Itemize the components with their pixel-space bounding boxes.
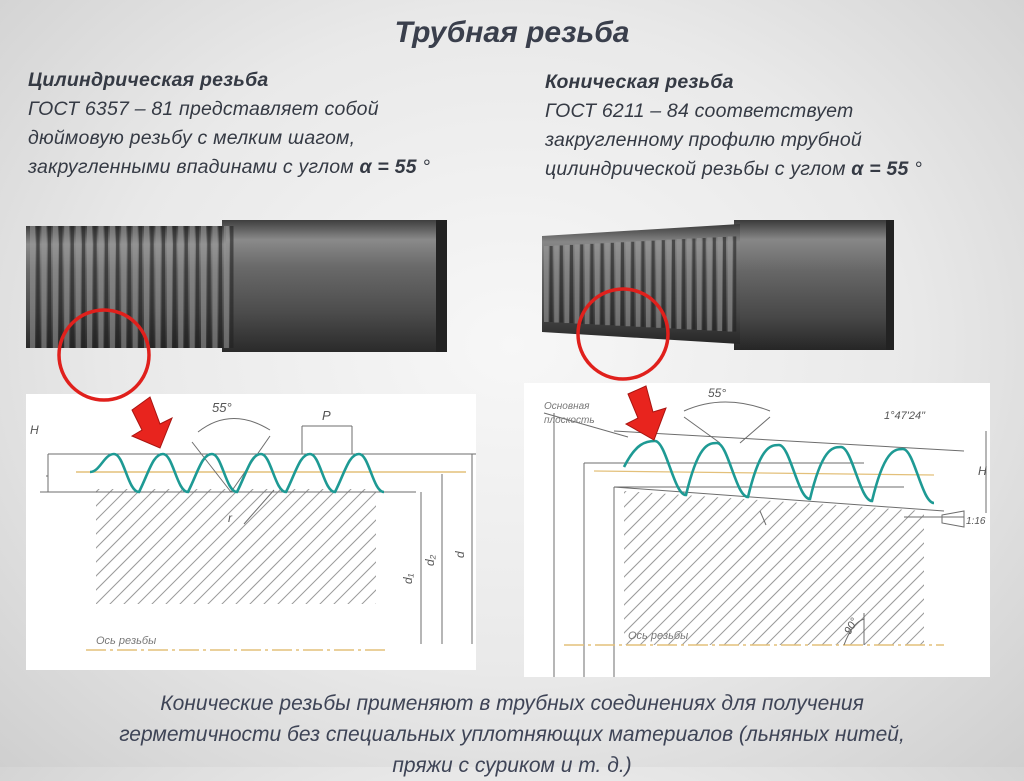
left-alpha-value: α = 55: [359, 156, 417, 178]
right-taper-label: 1:16: [966, 516, 986, 527]
right-line-2: закругленному профилю трубной: [545, 129, 862, 151]
bottom-line-1: Конические резьбы применяют в трубных со…: [160, 692, 864, 715]
left-description: Цилиндрическая резьба ГОСТ 6357 – 81 пре…: [28, 66, 430, 182]
right-base-label-2: плоскость: [544, 415, 595, 426]
right-line-1: ГОСТ 6211 – 84 соответствует: [545, 100, 854, 122]
right-90-label: 90°: [842, 616, 861, 637]
left-radius-label: r: [228, 511, 233, 525]
right-heading: Коническая резьба: [545, 71, 734, 93]
cylindrical-bolt-image: [26, 220, 447, 352]
left-d2-label: d₂: [423, 554, 437, 566]
right-degree: °: [908, 158, 923, 180]
right-line-3: цилиндрической резьбы с углом α = 55 °: [545, 155, 922, 184]
right-base-label-1: Основная: [544, 401, 590, 412]
right-axis-label: Ось резьбы: [628, 630, 688, 642]
left-degree: °: [416, 156, 431, 178]
left-line-3: закругленными впадинами с углом α = 55 °: [28, 153, 430, 182]
bottom-note: Конические резьбы применяют в трубных со…: [0, 688, 1024, 781]
right-alpha-value: α = 55: [851, 158, 909, 180]
left-line-1: ГОСТ 6357 – 81 представляет собой: [28, 98, 379, 120]
left-heading: Цилиндрическая резьба: [28, 69, 269, 91]
left-line-2: дюймовую резьбу с мелким шагом,: [28, 127, 356, 149]
left-angle-label: 55°: [212, 400, 232, 415]
conical-bolt-image: [542, 220, 894, 350]
bottom-line-3: пряжи с суриком и т. д.): [392, 754, 632, 777]
right-description: Коническая резьба ГОСТ 6211 – 84 соответ…: [545, 68, 922, 184]
conical-thread-drawing: 55° Основная плоскость 1°47'24" 1:16 H 9…: [524, 383, 995, 677]
cylindrical-profile-svg: 55° P H r d₁ d₂ d Ось резьбы: [30, 400, 476, 651]
left-axis-label: Ось резьбы: [96, 635, 156, 647]
right-taper-angle-label: 1°47'24": [884, 410, 926, 422]
slide-title: Трубная резьба: [394, 16, 630, 49]
left-d-label: d: [453, 551, 467, 558]
right-line-3-text: цилиндрической резьбы с углом: [545, 158, 852, 180]
right-angle-label: 55°: [708, 386, 726, 400]
right-height-label: H: [978, 464, 987, 478]
cylindrical-thread-drawing: 55° P H r d₁ d₂ d Ось резьбы: [26, 394, 476, 670]
conical-profile-svg: 55° Основная плоскость 1°47'24" 1:16 H 9…: [543, 386, 995, 677]
bottom-line-2: герметичности без специальных уплотняющи…: [119, 723, 905, 746]
left-line-3-text: закругленными впадинами с углом: [28, 156, 360, 178]
left-height-label: H: [30, 423, 39, 437]
left-d1-label: d₁: [401, 573, 415, 584]
left-pitch-label: P: [322, 408, 331, 423]
